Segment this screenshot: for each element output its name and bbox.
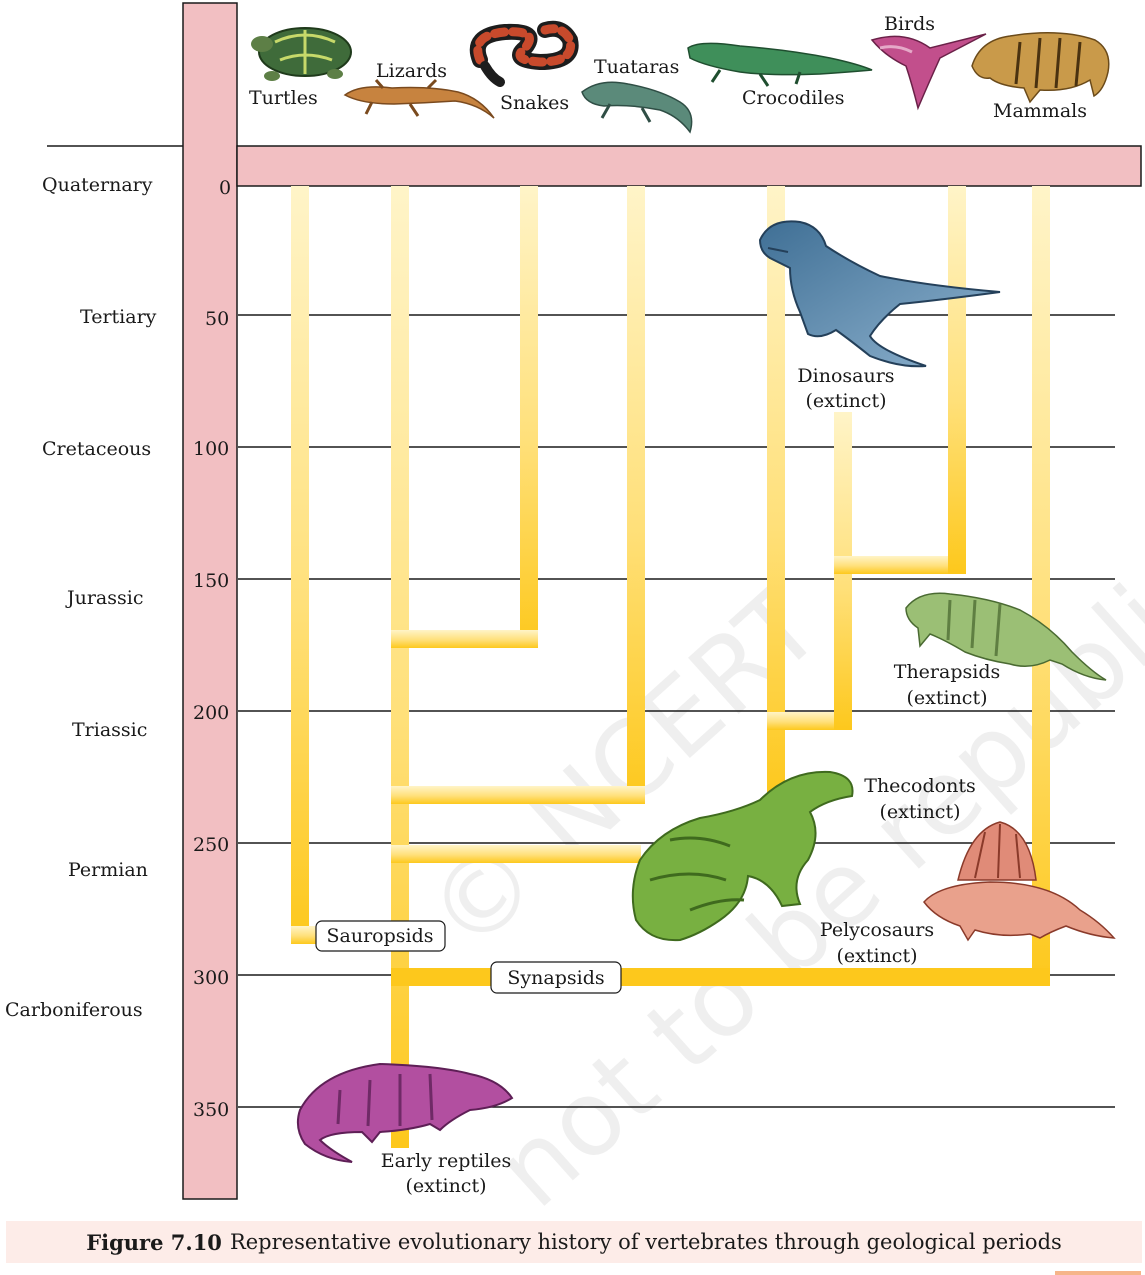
label-synapsids: Synapsids — [507, 967, 604, 989]
page-corner-mark — [1055, 1271, 1141, 1275]
geological-periods: Quaternary Tertiary Cretaceous Jurassic … — [5, 174, 157, 1021]
figure-label: Figure 7.10 — [86, 1229, 222, 1255]
label-mammals: Mammals — [993, 100, 1087, 122]
early-reptile-icon — [296, 1062, 514, 1163]
tick-200: 200 — [193, 702, 229, 724]
label-therapsids: Therapsids — [894, 661, 1000, 683]
present-bar — [236, 145, 1142, 187]
figure-caption-text: Representative evolutionary history of v… — [229, 1230, 1062, 1254]
label-early-reptiles: Early reptiles — [381, 1150, 511, 1172]
branch-birds — [948, 186, 966, 574]
label-tuataras: Tuataras — [594, 56, 679, 78]
label-dinosaurs: Dinosaurs — [797, 365, 894, 387]
pelycosaur-icon — [923, 821, 1116, 942]
sauropsids-tag-box — [315, 920, 446, 952]
label-therapsids-status: (extinct) — [906, 687, 987, 709]
extinct-groups: Dinosaurs (extinct) Therapsids (extinct)… — [381, 365, 1000, 1197]
snake-icon — [469, 20, 579, 87]
time-bar — [182, 2, 238, 1200]
group-tags: Sauropsids Synapsids — [315, 920, 622, 994]
synapsids-tag-box — [490, 961, 622, 994]
bird-icon — [870, 33, 987, 111]
period-carboniferous: Carboniferous — [5, 999, 143, 1021]
label-birds: Birds — [884, 13, 935, 35]
tick-100: 100 — [193, 438, 229, 460]
mammal-icon — [971, 32, 1110, 104]
label-lizards: Lizards — [376, 60, 447, 82]
living-groups: Turtles Lizards Snakes Tuataras Crocodil… — [249, 13, 1087, 122]
lizard-icon — [343, 78, 495, 119]
period-permian: Permian — [68, 859, 148, 881]
phylogeny-branches — [291, 186, 1050, 1148]
figure-caption: Figure 7.10 Representative evolutionary … — [6, 1221, 1142, 1263]
branch-snakes — [520, 186, 538, 648]
tick-300: 300 — [193, 967, 229, 989]
period-triassic: Triassic — [72, 719, 147, 741]
label-early-reptiles-status: (extinct) — [405, 1175, 486, 1197]
branch-turtles — [291, 186, 309, 944]
therapsid-icon — [905, 592, 1107, 681]
branch-croc-dino-join — [767, 712, 852, 730]
period-jurassic: Jurassic — [65, 587, 143, 609]
tick-150: 150 — [193, 570, 229, 592]
label-pelycosaurs-status: (extinct) — [836, 945, 917, 967]
tuatara-icon — [581, 81, 693, 134]
tick-50: 50 — [205, 308, 229, 330]
label-dinosaurs-status: (extinct) — [805, 390, 886, 412]
label-thecodonts-status: (extinct) — [879, 801, 960, 823]
branch-archosaur-join — [391, 845, 641, 863]
tick-0: 0 — [219, 177, 231, 199]
branch-synapsid-join — [391, 968, 1050, 986]
time-ticks: 0 50 100 150 200 250 300 350 — [193, 177, 231, 1121]
branch-tuataras-join — [391, 786, 645, 804]
period-quaternary: Quaternary — [42, 174, 153, 196]
crocodile-icon — [687, 42, 873, 87]
branch-dino-birds-join — [834, 556, 966, 574]
label-snakes: Snakes — [500, 92, 569, 114]
dinosaur-icon — [758, 220, 1001, 368]
turtle-icon — [251, 27, 352, 81]
branch-crocodiles — [767, 186, 785, 800]
label-sauropsids: Sauropsids — [326, 925, 433, 947]
tick-250: 250 — [193, 834, 229, 856]
label-thecodonts: Thecodonts — [864, 775, 975, 797]
label-pelycosaurs: Pelycosaurs — [820, 919, 934, 941]
thecodont-icon — [631, 770, 854, 942]
label-turtles: Turtles — [249, 87, 318, 109]
label-crocodiles: Crocodiles — [742, 87, 844, 109]
branch-mammals — [1032, 186, 1050, 986]
branch-lizards-snakes-join — [391, 630, 538, 648]
period-cretaceous: Cretaceous — [42, 438, 151, 460]
branch-tuataras — [627, 186, 645, 804]
period-tertiary: Tertiary — [80, 306, 157, 328]
branch-main-trunk — [391, 186, 409, 1148]
tick-350: 350 — [193, 1099, 229, 1121]
